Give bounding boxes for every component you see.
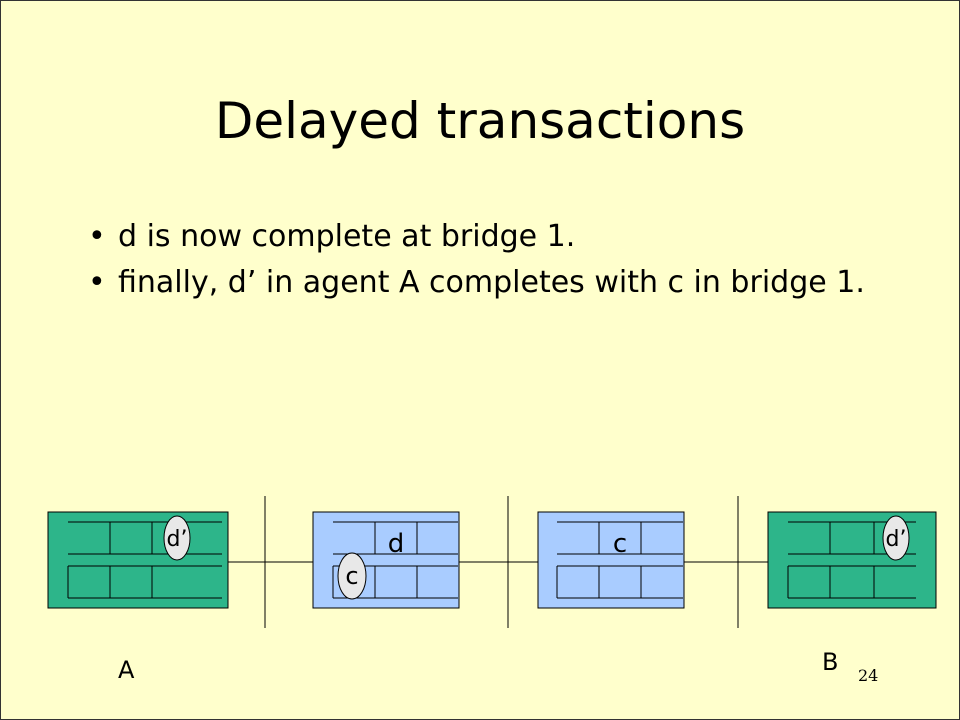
token-oval: d’: [882, 515, 910, 561]
token-oval: d’: [163, 515, 191, 561]
bridge-1-box: [312, 511, 460, 609]
bridge-2-box: [537, 511, 685, 609]
bullet-text: finally, d’ in agent A completes with c …: [118, 265, 865, 300]
bullet-text: d is now complete at bridge 1.: [118, 219, 576, 254]
agent-b-box: [767, 511, 937, 609]
bus-diagram-svg: d’ d c: [47, 496, 937, 628]
page-number: 24: [858, 666, 879, 685]
slide-title: Delayed transactions: [214, 92, 746, 150]
agent-a-label: A: [118, 656, 135, 684]
bullet-dot-icon: •: [88, 265, 106, 300]
token-label: d: [388, 529, 405, 559]
bus-diagram: d’ d c: [0, 480, 960, 720]
agent-a-box: [47, 511, 229, 609]
bullet-list: • d is now complete at bridge 1. • final…: [88, 218, 888, 310]
token-label: d’: [886, 527, 907, 552]
token-label: c: [613, 529, 627, 559]
bullet-item: • d is now complete at bridge 1.: [88, 218, 888, 256]
token-label: c: [345, 562, 358, 590]
bullet-item: • finally, d’ in agent A completes with …: [88, 264, 888, 302]
bullet-dot-icon: •: [88, 219, 106, 254]
token-label: d’: [167, 527, 188, 552]
token-oval: c: [337, 552, 367, 600]
agent-b-label: B: [822, 648, 839, 676]
